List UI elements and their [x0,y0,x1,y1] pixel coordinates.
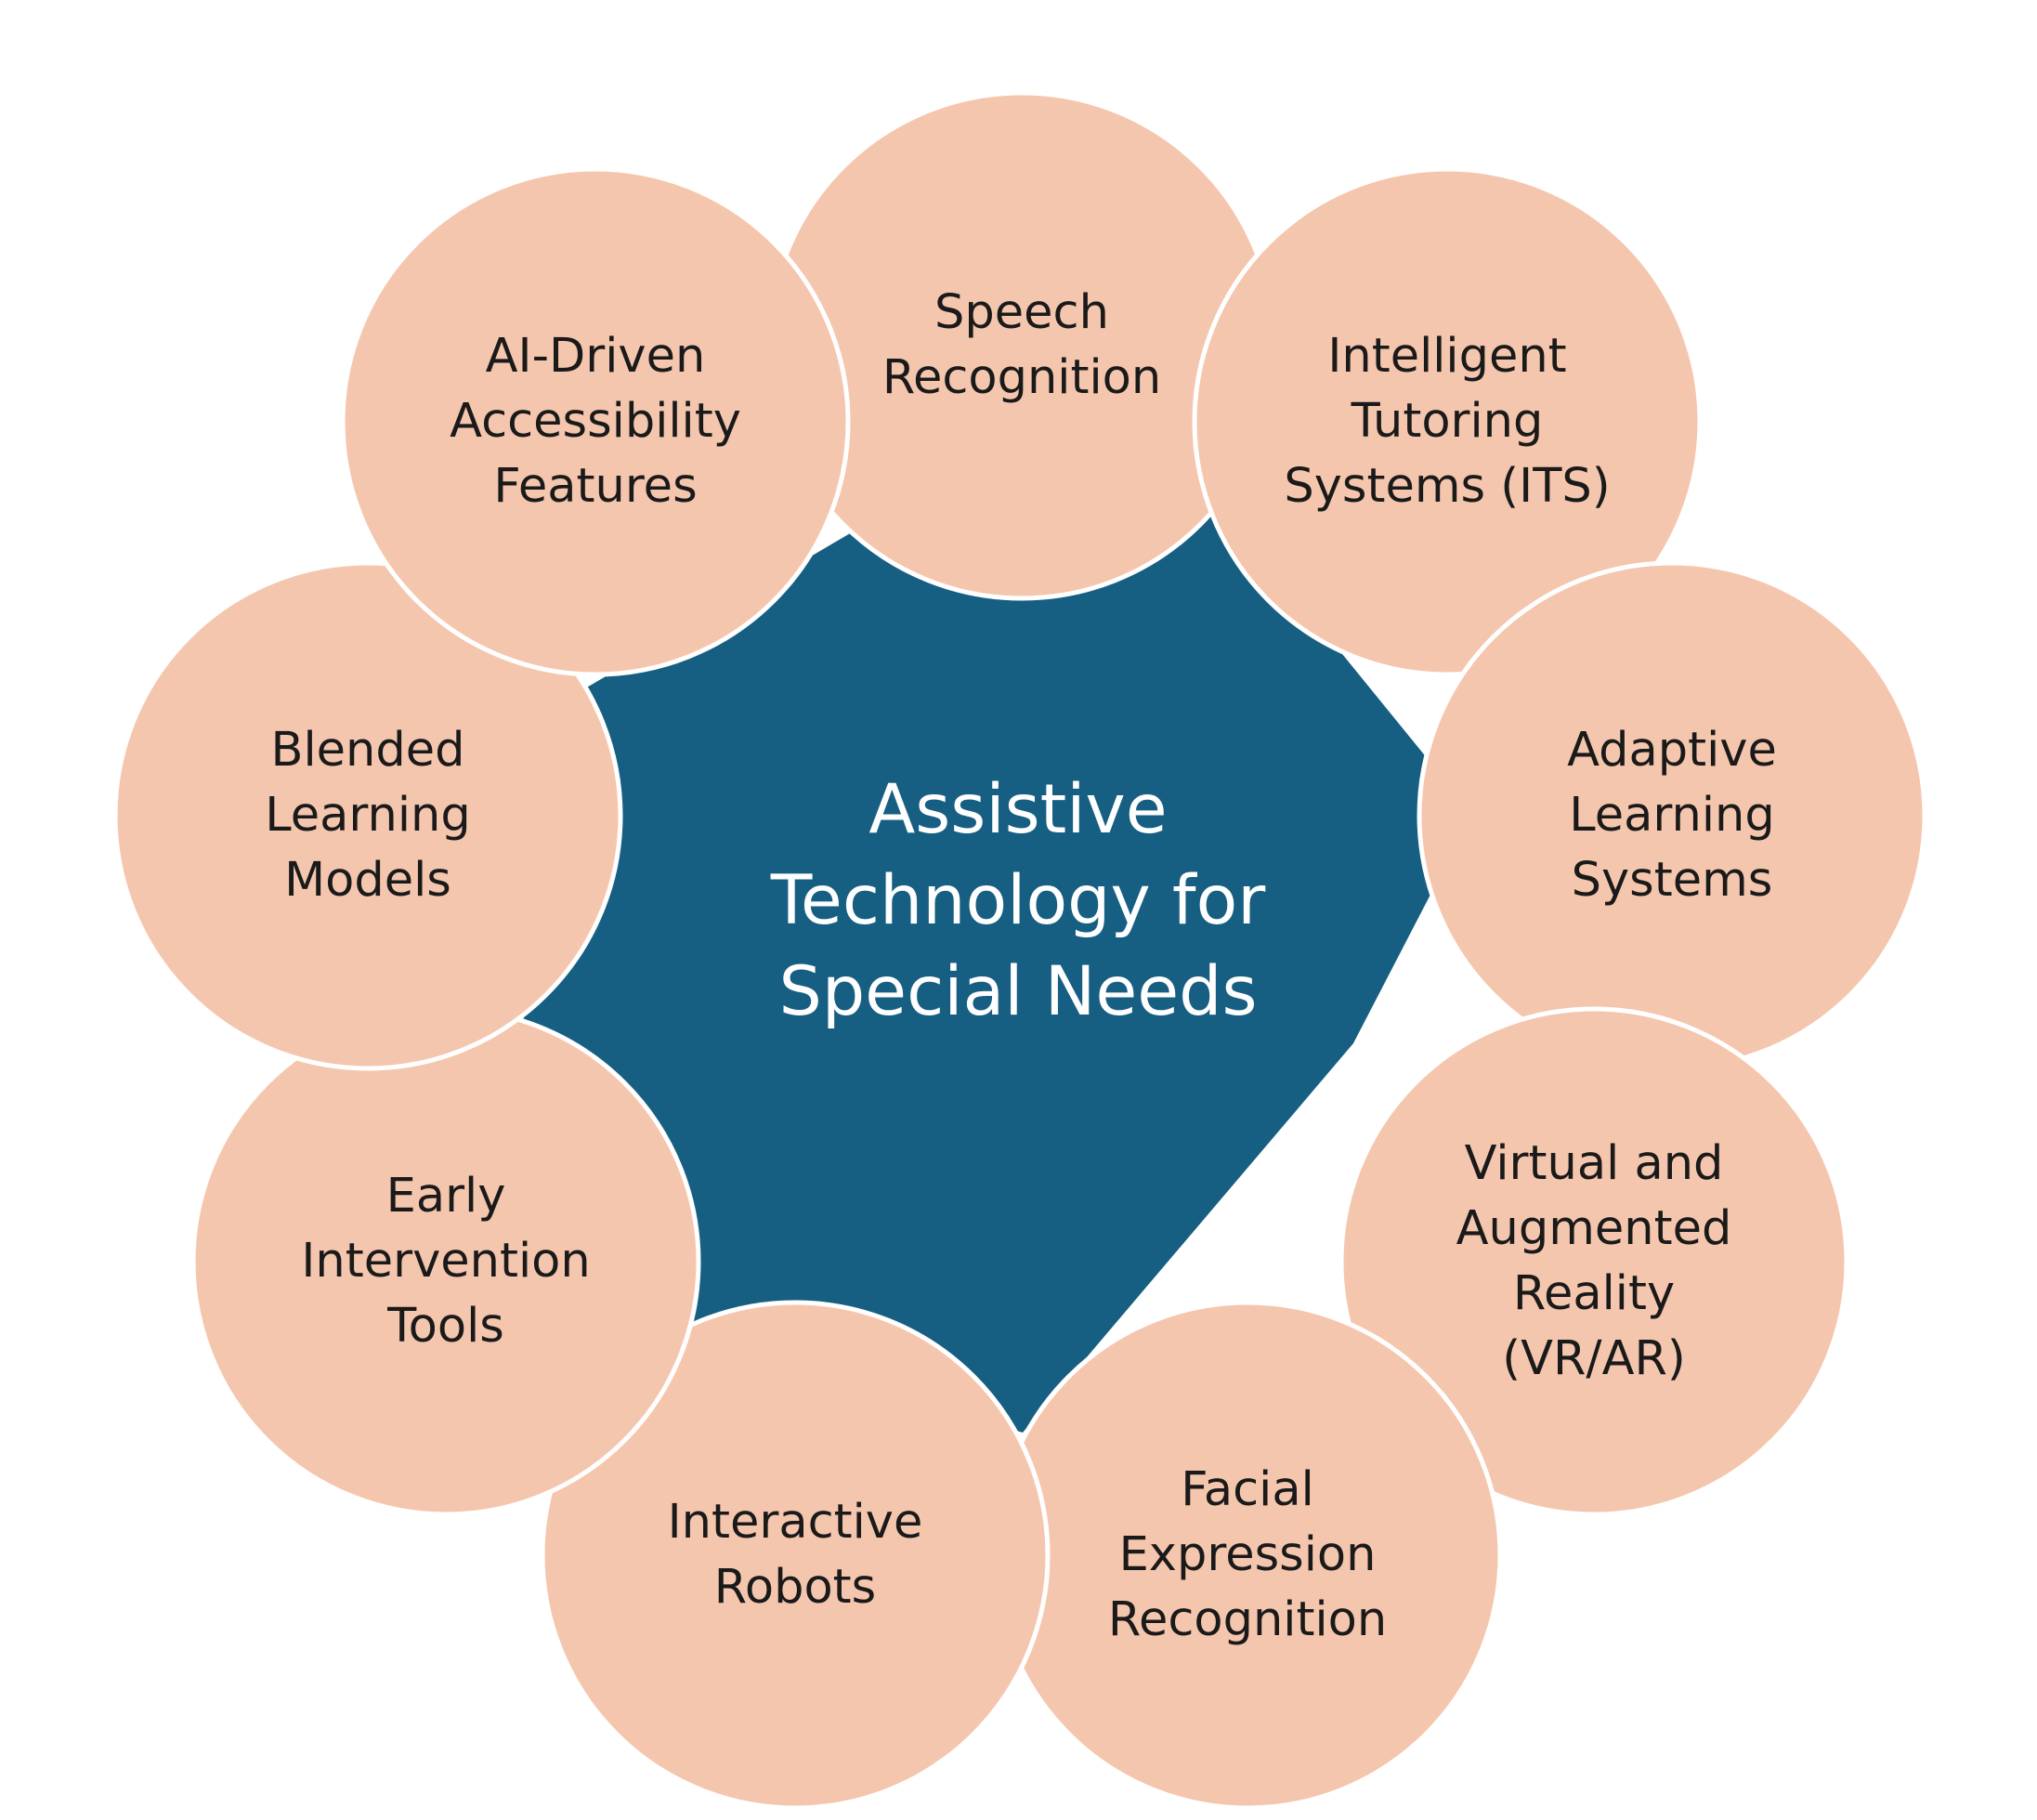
node-label-box-ai-accessibility: AI-Driven Accessibility Features [410,282,781,561]
node-circle-intelligent-tutoring [1192,166,1703,677]
hub-shape [523,433,1472,1433]
node-label-box-adaptive-learning: Adaptive Learning Systems [1486,676,1858,955]
node-circle-ai-accessibility [340,166,851,677]
node-label-ai-accessibility: AI-Driven Accessibility Features [450,329,741,514]
node-label-blended-learning: Blended Learning Models [265,723,471,908]
node-circle-interactive-robots [540,1300,1051,1811]
node-label-adaptive-learning: Adaptive Learning Systems [1567,723,1777,908]
node-label-box-speech-recognition: Speech Recognition [836,206,1208,485]
node-label-box-virtual-augmented-reality: Virtual and Augmented Reality (VR/AR) [1408,1122,1780,1401]
nodes-group [112,90,1927,1811]
node-label-interactive-robots: Interactive Robots [667,1495,923,1615]
hub-title: Assistive Technology for Special Needs [770,770,1266,1031]
node-label-early-intervention: Early Intervention Tools [301,1169,591,1354]
node-label-intelligent-tutoring: Intelligent Tutoring Systems (ITS) [1284,329,1611,514]
node-label-box-facial-expression: Facial Expression Recognition [1062,1416,1433,1695]
node-label-box-blended-learning: Blended Learning Models [182,676,554,955]
node-label-virtual-augmented-reality: Virtual and Augmented Reality (VR/AR) [1456,1136,1732,1386]
hub-label-box: Assistive Technology for Special Needs [739,706,1297,1096]
node-circle-virtual-augmented-reality [1338,1006,1849,1517]
node-circle-blended-learning [112,560,623,1071]
node-label-box-interactive-robots: Interactive Robots [609,1416,981,1695]
node-label-speech-recognition: Speech Recognition [881,285,1162,405]
node-label-facial-expression: Facial Expression Recognition [1107,1462,1388,1647]
node-label-box-intelligent-tutoring: Intelligent Tutoring Systems (ITS) [1261,282,1633,561]
node-label-box-early-intervention: Early Intervention Tools [260,1122,632,1401]
